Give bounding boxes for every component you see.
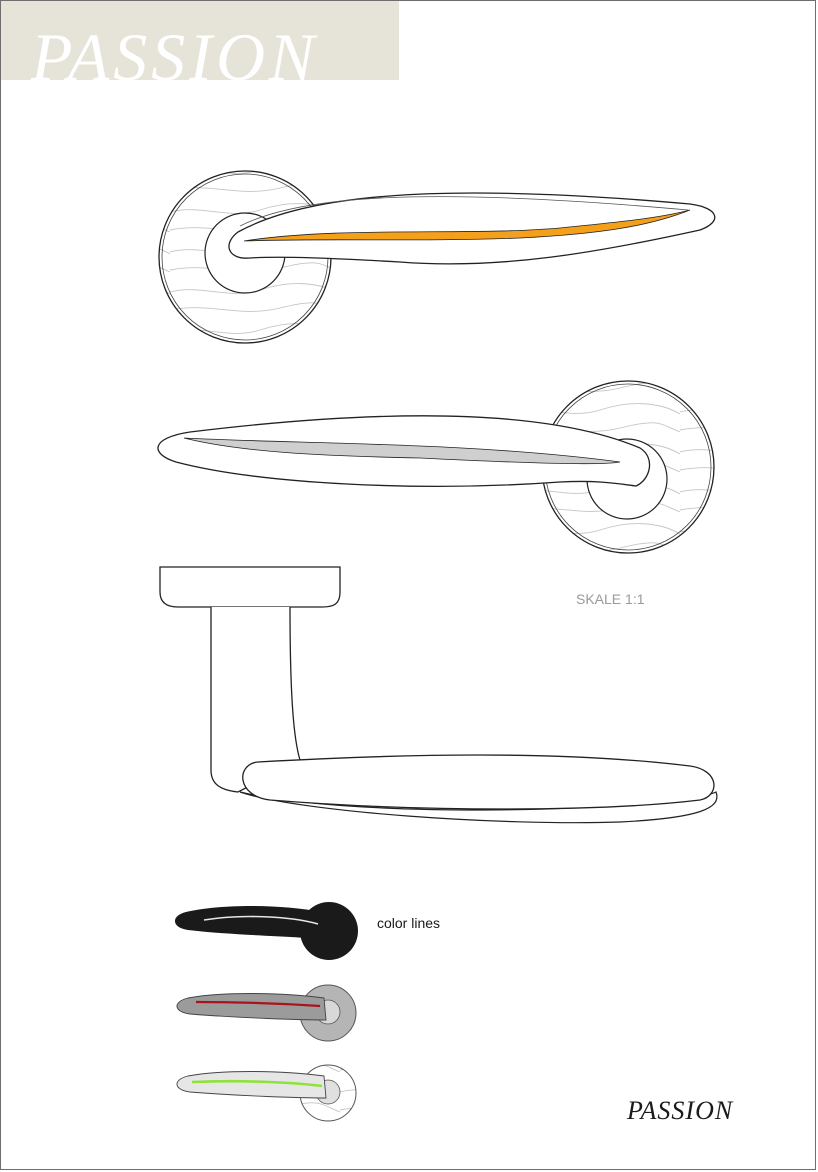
rosette-side (159, 566, 341, 608)
lever-view-right (158, 170, 716, 344)
header-title: PASSION (31, 19, 319, 95)
lever-view-left (157, 380, 715, 554)
lever-top-edge (239, 196, 689, 227)
variant-light-green (176, 1064, 357, 1122)
grip-underside (239, 791, 718, 824)
variant-black (174, 902, 358, 960)
grip (242, 754, 715, 810)
accent-line-orange (243, 209, 691, 242)
lever-side-view (159, 566, 718, 824)
scale-label: SKALE 1:1 (576, 591, 645, 607)
lever-body (228, 192, 716, 265)
footer-logo: PASSION (627, 1096, 734, 1125)
neck (210, 606, 301, 793)
accent-line-grey (183, 437, 621, 465)
color-lines-label: color lines (377, 915, 441, 931)
variant-grey-red (176, 984, 357, 1042)
header-band: PASSION (1, 1, 399, 91)
